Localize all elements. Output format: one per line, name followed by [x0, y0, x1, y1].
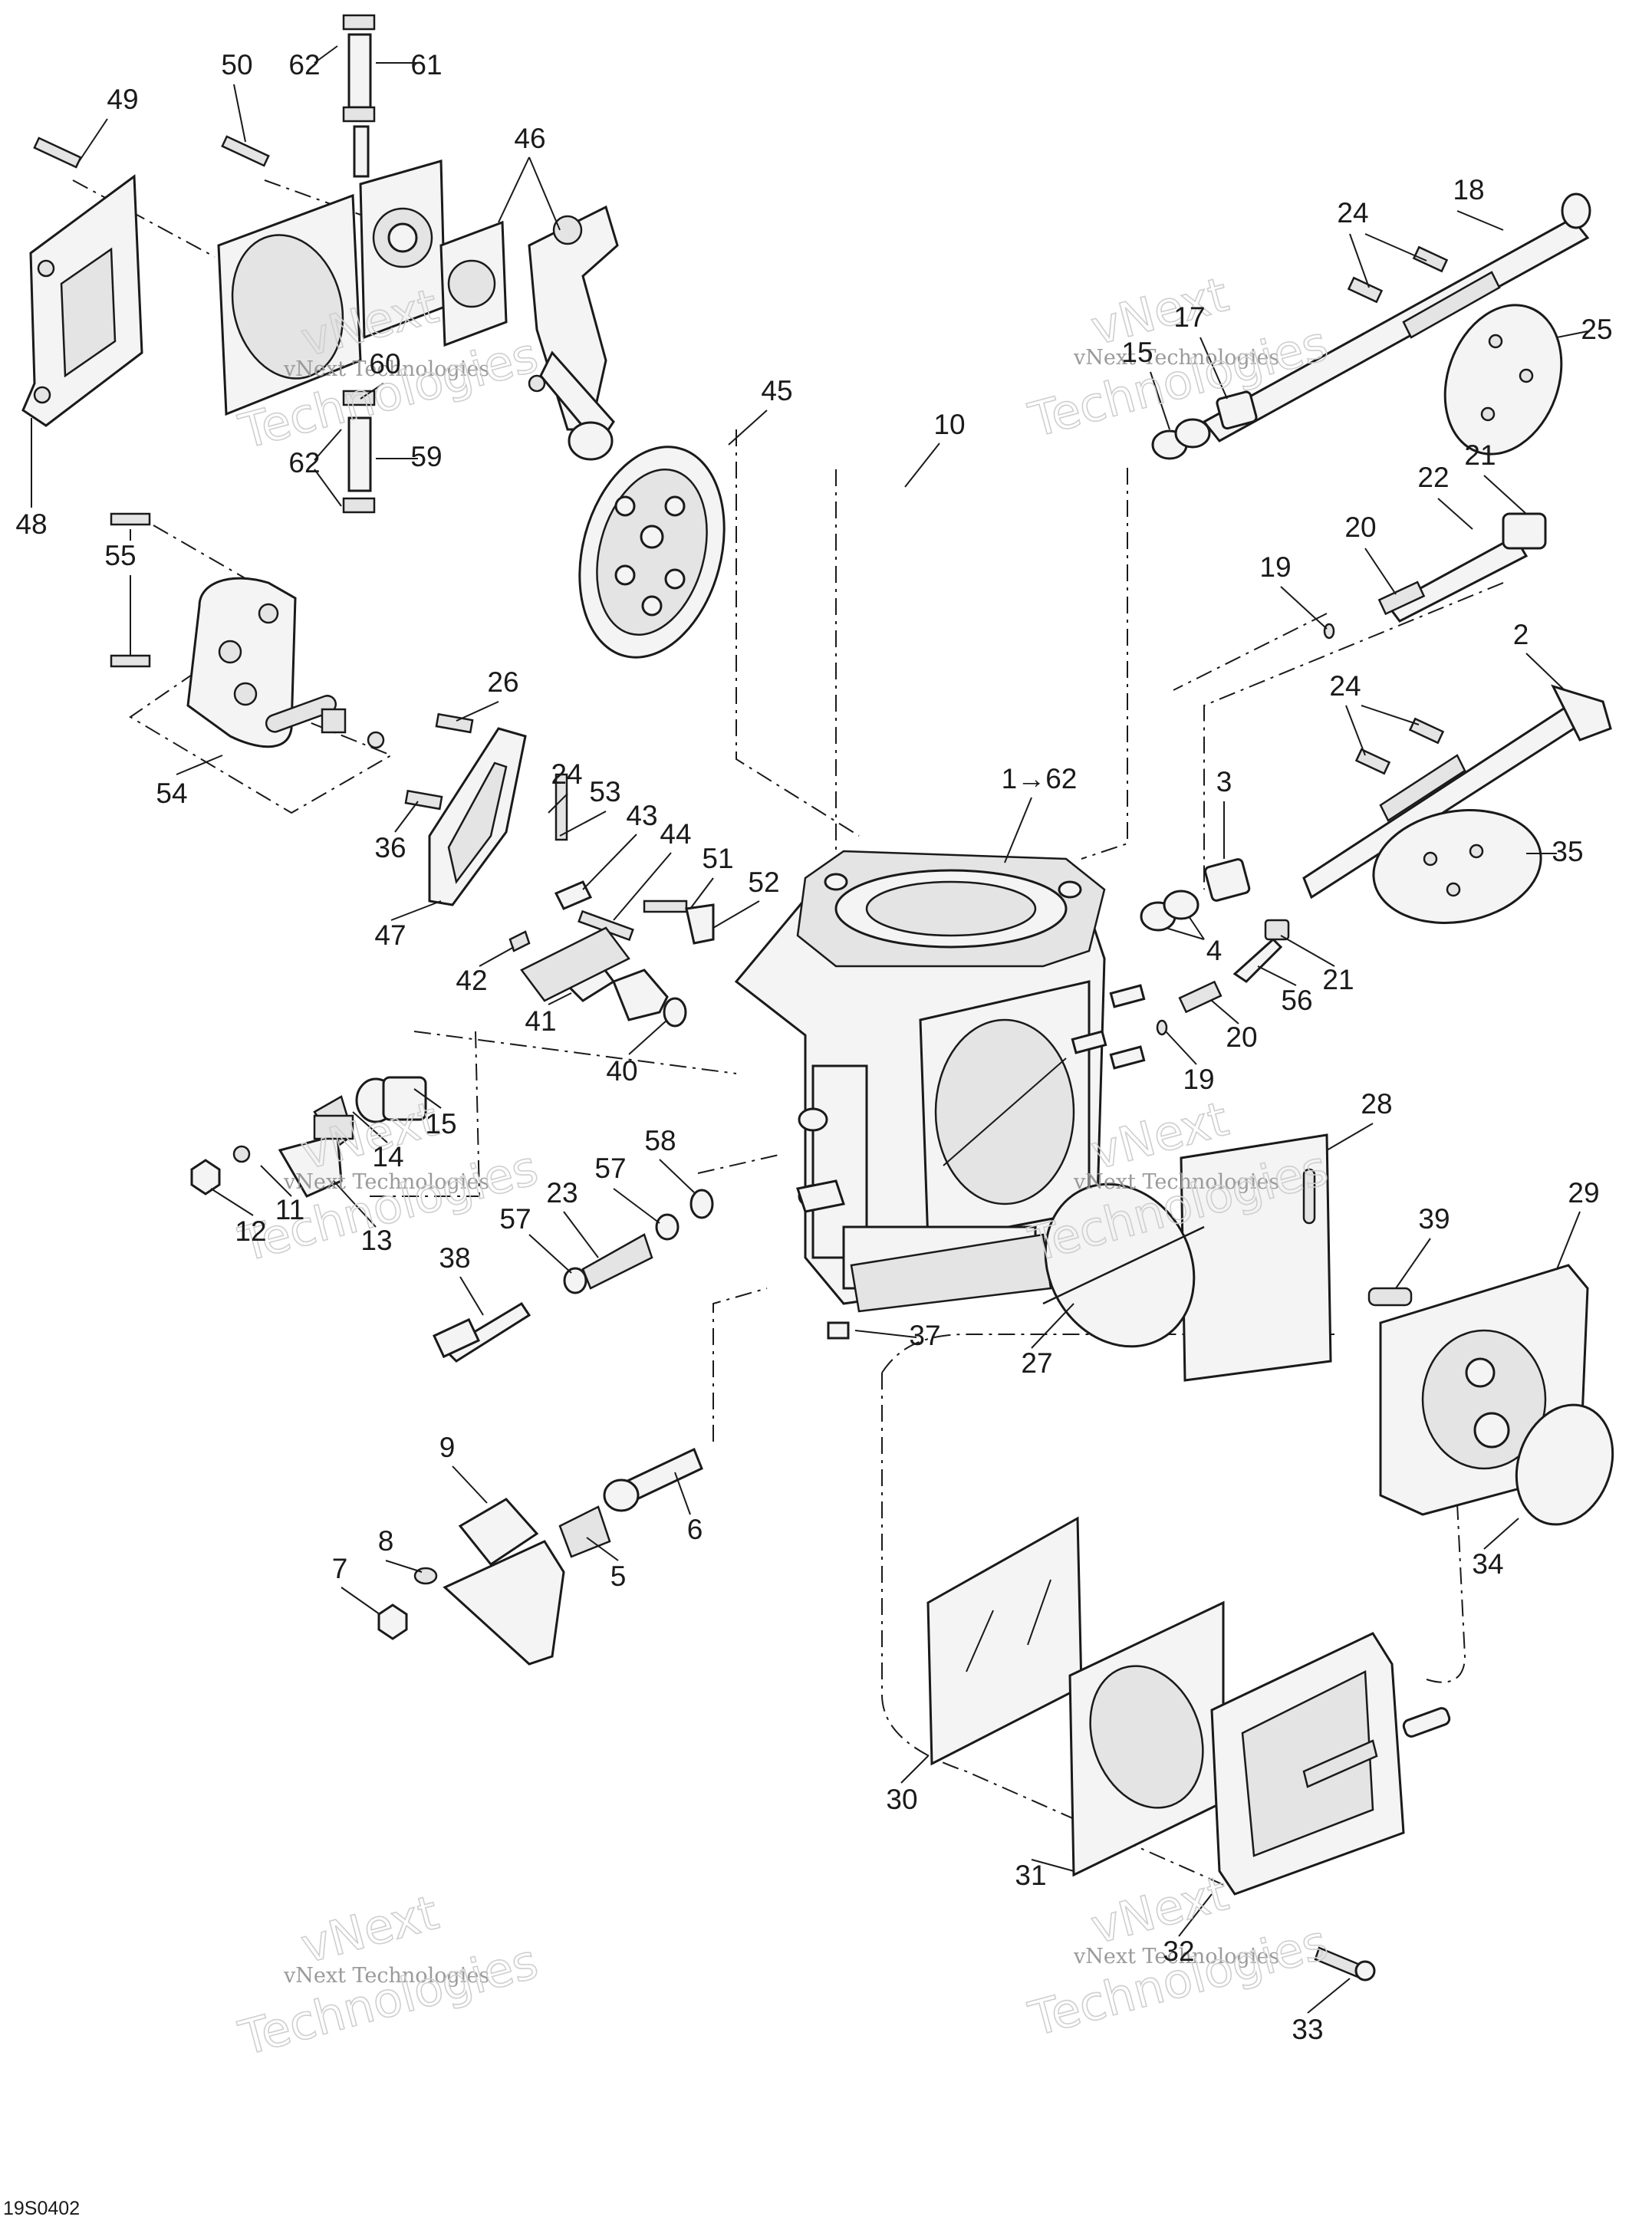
- callout-label: 3: [1216, 766, 1232, 798]
- callout-label: 23: [546, 1177, 578, 1209]
- svg-text:vNext: vNext: [1085, 266, 1234, 356]
- drawing-code: 19S0402: [3, 2198, 80, 2219]
- diaphragm-45: [578, 446, 726, 659]
- callout-label: 44: [660, 818, 691, 850]
- callout-label: 20: [1226, 1021, 1257, 1053]
- callout-label: 6: [687, 1514, 703, 1545]
- callout-label: 21: [1322, 964, 1354, 995]
- callout-label: 48: [15, 508, 47, 540]
- callout-label: 1→62: [1002, 763, 1078, 794]
- needle-valve-group: [508, 773, 715, 1028]
- callout-label: 56: [1281, 985, 1312, 1016]
- callout-label: 40: [606, 1055, 637, 1087]
- cover-54: [110, 512, 385, 749]
- svg-text:vNext Technologies: vNext Technologies: [1073, 1170, 1279, 1194]
- callout-label: 24: [1329, 670, 1361, 702]
- callout-label: 46: [514, 123, 545, 154]
- callout-label: 50: [221, 49, 252, 81]
- callout-label: 18: [1453, 174, 1484, 206]
- callout-label: 28: [1361, 1088, 1392, 1120]
- callout-label: 14: [372, 1141, 403, 1172]
- callout-label: 22: [1417, 462, 1449, 493]
- callout-label: 58: [644, 1125, 676, 1156]
- callout-label: 62: [288, 447, 320, 479]
- cover-29: [1042, 1133, 1614, 1526]
- callout-label: 45: [761, 375, 792, 406]
- svg-text:vNext Technologies: vNext Technologies: [1073, 1945, 1279, 1968]
- callout-label: 9: [439, 1432, 456, 1463]
- callout-label: 38: [439, 1242, 470, 1274]
- svg-text:vNext: vNext: [1085, 1865, 1234, 1955]
- callout-label: 51: [702, 843, 733, 874]
- bushings-orings: [355, 390, 1547, 1123]
- callout-label: 13: [360, 1225, 392, 1256]
- callout-label: 4: [1206, 935, 1223, 966]
- callout-label: 36: [374, 832, 406, 863]
- callout-label: 33: [1292, 2014, 1323, 2045]
- pump-cover-assembly: [21, 14, 619, 514]
- callout-label: 15: [425, 1108, 456, 1140]
- callout-label: 32: [1163, 1936, 1194, 1967]
- svg-text:vNext Technologies: vNext Technologies: [283, 357, 489, 381]
- callout-label: 12: [235, 1215, 266, 1247]
- callout-label: 25: [1581, 314, 1612, 345]
- callout-label: 57: [499, 1203, 531, 1235]
- svg-text:vNext Technologies: vNext Technologies: [1073, 346, 1279, 370]
- callout-label: 24: [551, 758, 582, 790]
- lever-assembly: [377, 1447, 703, 1666]
- callout-label: 55: [104, 540, 136, 571]
- callout-label: 34: [1472, 1548, 1503, 1580]
- callout-label: 19: [1183, 1064, 1214, 1095]
- callout-label: 42: [456, 965, 487, 996]
- pump-stack: [926, 1516, 1451, 1982]
- callout-label: 49: [107, 84, 138, 115]
- callout-label: 5: [610, 1561, 627, 1592]
- callout-label: 2: [1513, 619, 1529, 650]
- idle-screw-group: [190, 1095, 714, 1363]
- callout-label: 39: [1418, 1203, 1450, 1235]
- callout-label: 27: [1021, 1347, 1052, 1379]
- callout-label: 8: [378, 1525, 394, 1557]
- carburetor-body: [734, 850, 1146, 1340]
- callout-label: 11: [275, 1194, 304, 1225]
- svg-text:vNext: vNext: [295, 1884, 444, 1974]
- callout-label: 29: [1568, 1177, 1599, 1209]
- callout-label: 35: [1552, 836, 1583, 867]
- callout-label: 57: [594, 1153, 626, 1184]
- gasket-47: [404, 712, 527, 906]
- callout-label: 30: [886, 1784, 917, 1815]
- shaft-2: [1302, 684, 1612, 924]
- callout-label: 17: [1173, 301, 1205, 333]
- callout-label: 37: [909, 1320, 940, 1351]
- leader-lines: [31, 45, 1588, 2014]
- shaft-18: [1202, 192, 1591, 456]
- callout-label: 62: [288, 49, 320, 81]
- callout-label: 61: [410, 49, 442, 81]
- callout-label: 31: [1015, 1860, 1046, 1891]
- callout-label: 21: [1464, 439, 1496, 471]
- callout-label: 19: [1259, 551, 1291, 583]
- callout-label: 59: [410, 441, 442, 472]
- callout-label: 54: [156, 778, 187, 809]
- callout-label: 10: [933, 409, 965, 440]
- callout-label: 24: [1337, 197, 1368, 229]
- callout-label: 47: [374, 919, 406, 951]
- callout-label: 41: [525, 1005, 556, 1037]
- callout-label: 7: [332, 1553, 348, 1584]
- callout-label: 60: [369, 348, 400, 380]
- svg-text:vNext Technologies: vNext Technologies: [283, 1964, 489, 1988]
- callout-label: 20: [1344, 511, 1376, 543]
- callout-label: 43: [626, 800, 657, 831]
- callout-label: 53: [589, 776, 620, 807]
- callout-label: 52: [748, 867, 779, 898]
- callout-label: 15: [1121, 337, 1153, 368]
- svg-text:vNext Technologies: vNext Technologies: [283, 1170, 489, 1194]
- callout-label: 26: [487, 666, 518, 698]
